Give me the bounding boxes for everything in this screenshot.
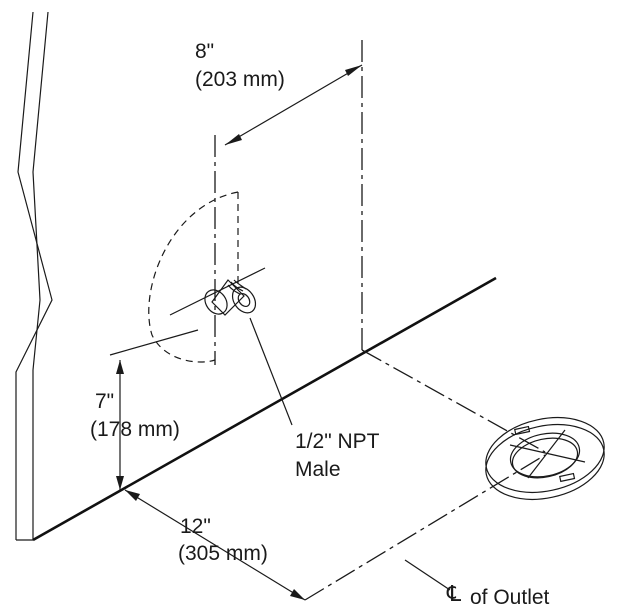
wall <box>15 11 53 541</box>
floor-flange-icon <box>485 417 605 500</box>
centerline-leader <box>404 559 451 591</box>
fitting-crosshair <box>169 267 266 316</box>
fitting-label-line1: 1/2" NPT <box>295 430 380 453</box>
centerline-label: of Outlet <box>470 586 550 609</box>
height-label-mm: (178 mm) <box>90 418 180 441</box>
fitting-label-line2: Male <box>295 458 341 481</box>
outlet-centerline-long <box>361 349 546 453</box>
floor-line <box>32 276 497 542</box>
access-area-outline <box>148 191 239 363</box>
width-label-mm: (203 mm) <box>195 68 285 91</box>
height-label-in: 7" <box>95 390 115 413</box>
centerline-symbol: ℄ <box>447 581 462 606</box>
width-label-in: 8" <box>195 40 215 63</box>
height-dimension <box>109 329 199 490</box>
depth-dimension <box>124 489 306 601</box>
supply-fitting <box>204 279 257 316</box>
fitting-leader <box>249 317 293 426</box>
depth-label-in: 12" <box>180 515 211 538</box>
depth-label-mm: (305 mm) <box>178 542 268 565</box>
width-dimension <box>224 40 363 350</box>
outlet-centerline-short <box>304 454 546 601</box>
